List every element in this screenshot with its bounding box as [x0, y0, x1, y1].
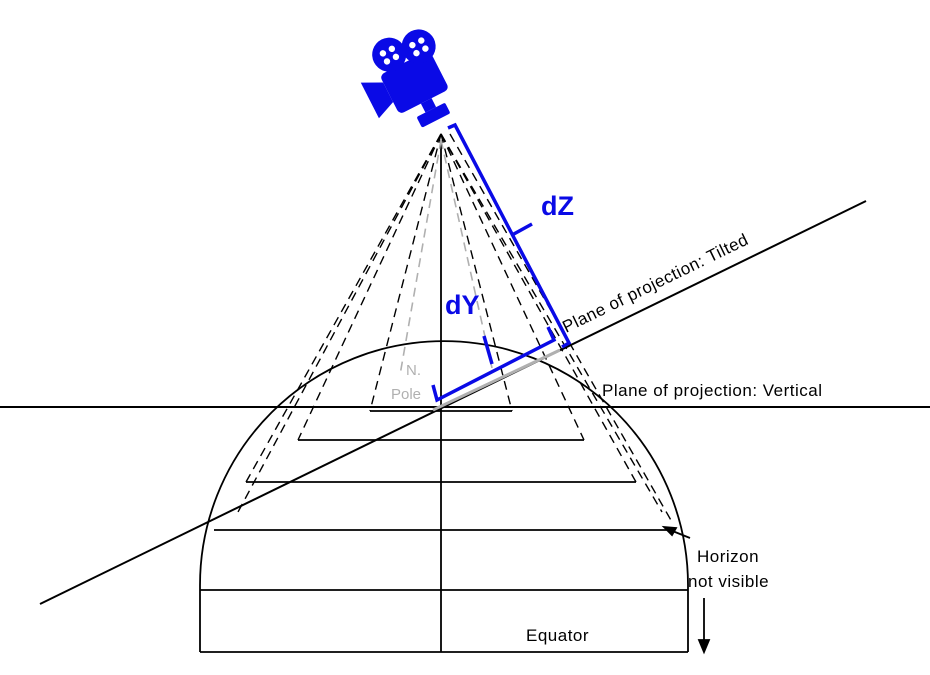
dy-bracket — [431, 326, 557, 403]
ray — [297, 133, 442, 441]
not-visible-label: not visible — [688, 572, 769, 591]
pole-label: Pole — [391, 386, 421, 403]
tilted-plane-segment-gray — [432, 348, 561, 412]
ray — [440, 133, 585, 441]
dy-label: dY — [445, 290, 480, 320]
ray — [440, 133, 513, 412]
faded-rays — [399, 139, 493, 376]
projection-planes — [0, 200, 930, 605]
vertical-plane-label: Plane of projection: Vertical — [602, 381, 823, 400]
equator-label: Equator — [526, 626, 589, 645]
dz-label: dZ — [541, 191, 574, 221]
ray — [440, 133, 663, 513]
projection-rays — [237, 133, 673, 523]
faded-ray — [440, 139, 493, 369]
dz-bracket — [447, 122, 572, 349]
pole-n-label: N. — [406, 362, 421, 379]
movie-camera-icon — [360, 29, 450, 128]
dy-tick — [482, 335, 494, 365]
tilted-plane-line — [39, 200, 867, 605]
ray — [245, 133, 442, 483]
ray — [237, 133, 442, 513]
faded-ray — [399, 139, 442, 376]
ray — [369, 133, 442, 412]
ray — [440, 133, 637, 483]
dz-tick — [511, 222, 533, 237]
horizon-arrow — [661, 525, 711, 655]
tilted-plane-label: Plane of projection: Tilted — [559, 230, 751, 337]
horizon-label: Horizon — [697, 547, 759, 566]
horizon-arc — [199, 340, 689, 652]
dy-bracket-line — [431, 326, 557, 403]
